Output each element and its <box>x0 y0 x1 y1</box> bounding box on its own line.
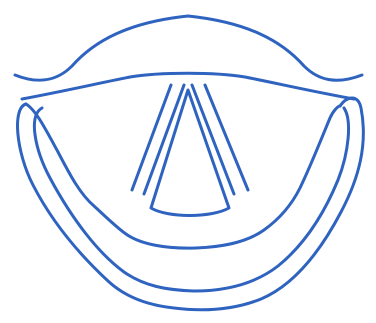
top-arch <box>15 16 362 80</box>
left-outer-band <box>18 98 364 310</box>
top-arch-underline <box>22 73 354 99</box>
left-inner-band <box>34 108 348 291</box>
lower-inner-band <box>26 104 340 248</box>
